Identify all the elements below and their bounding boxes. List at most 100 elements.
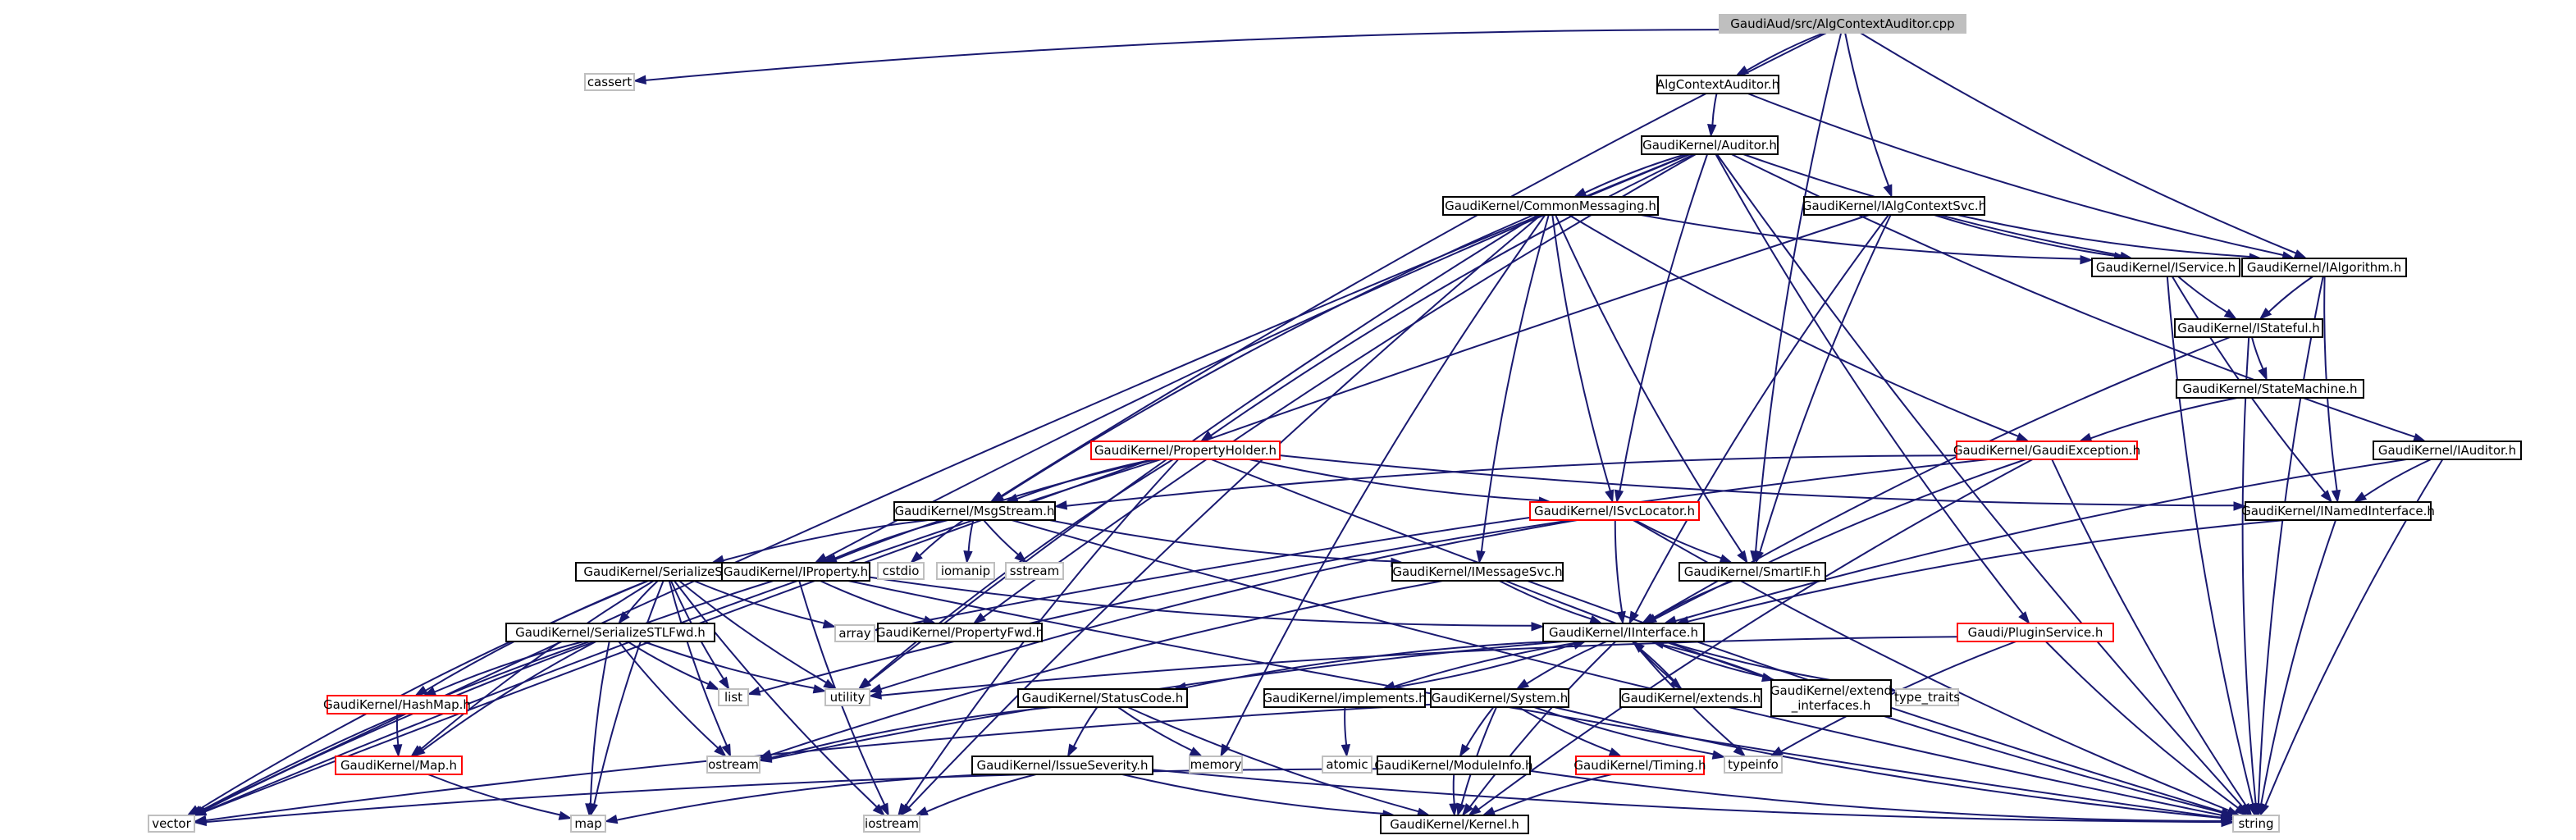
node-serializestlfwd[interactable]: GaudiKernel/SerializeSTLFwd.h [505,623,715,642]
node-label: GaudiAud/src/AlgContextAuditor.cpp [1730,16,1954,31]
node-auditor[interactable]: GaudiKernel/Auditor.h [1641,135,1779,155]
node-statuscode[interactable]: GaudiKernel/StatusCode.h [1017,688,1188,708]
edge-serializestlfwd-to-utility [642,641,827,694]
edge-auditor-to-vector [189,153,1690,816]
node-box [877,623,1043,642]
node-box [877,562,925,580]
node-label: atomic [1326,757,1368,772]
node-ostream[interactable]: ostream [706,756,760,774]
node-acah[interactable]: AlgContextAuditor.h [1656,75,1779,94]
node-statemachine[interactable]: GaudiKernel/StateMachine.h [2176,379,2364,399]
node-box [1957,623,2114,642]
node-hashmap[interactable]: GaudiKernel/HashMap.h [323,695,471,714]
edge-root-to-ialgorithm [1860,32,2308,259]
node-propholder[interactable]: GaudiKernel/PropertyHolder.h [1090,441,1281,460]
node-atomic[interactable]: atomic [1322,756,1372,774]
edge-smartif-to-iinterface [1641,580,1734,624]
node-map_h[interactable]: GaudiKernel/Map.h [335,756,463,775]
node-system[interactable]: GaudiKernel/System.h [1430,688,1569,708]
node-label: GaudiKernel/PropertyFwd.h [876,625,1044,640]
node-istateful[interactable]: GaudiKernel/IStateful.h [2174,318,2323,338]
node-map[interactable]: map [570,815,606,833]
node-issueseverity[interactable]: GaudiKernel/IssueSeverity.h [971,756,1153,775]
edge-ialgctx-to-smartif [1755,214,1892,564]
node-box [570,815,606,833]
edge-map_h-to-map [427,774,573,820]
edge-ialgorithm-to-string [2253,276,2324,817]
node-list[interactable]: list [718,688,749,706]
node-box [1322,756,1372,774]
node-typetraits[interactable]: type_traits [1894,688,1960,706]
node-label: GaudiKernel/implements.h [1263,691,1426,705]
node-ialgctx[interactable]: GaudiKernel/IAlgContextSvc.h [1802,196,1986,216]
node-label: GaudiKernel/StatusCode.h [1022,691,1184,705]
node-commsg[interactable]: GaudiKernel/CommonMessaging.h [1442,196,1659,216]
node-cassert[interactable]: cassert [584,73,635,91]
node-inamedif[interactable]: GaudiKernel/INamedInterface.h [2241,501,2435,521]
node-serializestl[interactable]: GaudiKernel/SerializeSTL.h [575,562,757,582]
node-box [834,624,875,642]
edge-commsg-to-gaudiexc [1568,214,2030,442]
node-box [2174,318,2323,338]
node-smartif[interactable]: GaudiKernel/SmartIF.h [1679,562,1826,582]
node-timing[interactable]: GaudiKernel/Timing.h [1573,756,1706,775]
node-sstream[interactable]: sstream [1005,562,1064,580]
node-gaudiexc[interactable]: GaudiKernel/GaudiException.h [1953,441,2140,460]
edge-iinterface-to-kernel [1461,641,1616,817]
node-label: GaudiKernel/SerializeSTL.h [583,564,748,579]
node-pluginsvc[interactable]: Gaudi/PluginService.h [1957,623,2114,642]
node-box [1895,688,1959,706]
node-imessagesvc[interactable]: GaudiKernel/IMessageSvc.h [1391,562,1564,582]
edge-commsg-to-imessagesvc [1476,214,1550,564]
edge-propholder-to-inamedif [1279,454,2247,511]
node-memory[interactable]: memory [1189,756,1243,774]
node-label: GaudiKernel/Map.h [340,758,457,773]
node-string[interactable]: string [2232,815,2280,833]
node-moduleinfo[interactable]: GaudiKernel/ModuleInfo.h [1374,756,1533,775]
edge-auditor-to-isvcloc [1614,153,1709,504]
node-iproperty[interactable]: GaudiKernel/IProperty.h [721,562,870,582]
node-box [1380,815,1529,834]
node-box [2091,258,2240,277]
edge-commsg-to-iservice [1640,214,2094,265]
edge-commsg-to-smartif [1555,214,1748,564]
node-typeinfo[interactable]: typeinfo [1724,756,1783,774]
node-box [2176,379,2364,399]
edge-gaudiexc-to-msgstream [1053,454,1957,510]
node-iauditor[interactable]: GaudiKernel/IAuditor.h [2373,441,2522,460]
node-label: GaudiKernel/Auditor.h [1642,138,1777,153]
node-iinterface[interactable]: GaudiKernel/IInterface.h [1542,623,1705,642]
edge-iservice-to-istateful [2177,276,2238,320]
node-msgstream[interactable]: GaudiKernel/MsgStream.h [893,501,1056,521]
node-label: sstream [1010,564,1059,578]
edge-serializestlfwd-to-vector [189,641,591,816]
node-label: GaudiKernel/ModuleInfo.h [1374,758,1532,773]
node-box [1575,756,1705,775]
node-kernel[interactable]: GaudiKernel/Kernel.h [1380,815,1529,834]
edge-isvcloc-to-utility [868,519,1578,693]
node-vector[interactable]: vector [148,815,195,833]
node-iostream[interactable]: iostream [863,815,920,833]
node-extendif[interactable]: GaudiKernel/extend_interfaces.h [1770,679,1892,717]
node-array[interactable]: array [834,624,875,642]
node-iomanip[interactable]: iomanip [936,562,995,580]
node-extends[interactable]: GaudiKernel/extends.h [1619,688,1762,708]
node-ialgorithm[interactable]: GaudiKernel/IAlgorithm.h [2241,258,2407,277]
node-propertyfwd[interactable]: GaudiKernel/PropertyFwd.h [876,623,1044,642]
node-box [1263,688,1426,708]
node-utility[interactable]: utility [824,688,870,706]
node-isvcloc[interactable]: GaudiKernel/ISvcLocator.h [1529,501,1700,521]
node-label: GaudiKernel/extend [1770,683,1892,698]
node-label: GaudiKernel/SmartIF.h [1684,564,1820,579]
edge-serializestl-to-map_h [410,580,655,757]
edge-ialgorithm-to-istateful [2259,276,2313,320]
node-label: Gaudi/PluginService.h [1968,625,2103,640]
node-cstdio[interactable]: cstdio [877,562,925,580]
node-label: GaudiKernel/GaudiException.h [1953,443,2140,458]
node-iservice[interactable]: GaudiKernel/IService.h [2091,258,2240,277]
node-label: GaudiKernel/INamedInterface.h [2241,504,2435,518]
node-box [824,688,870,706]
node-label: vector [152,816,191,831]
node-label: map [574,816,601,831]
node-implements[interactable]: GaudiKernel/implements.h [1263,688,1427,708]
